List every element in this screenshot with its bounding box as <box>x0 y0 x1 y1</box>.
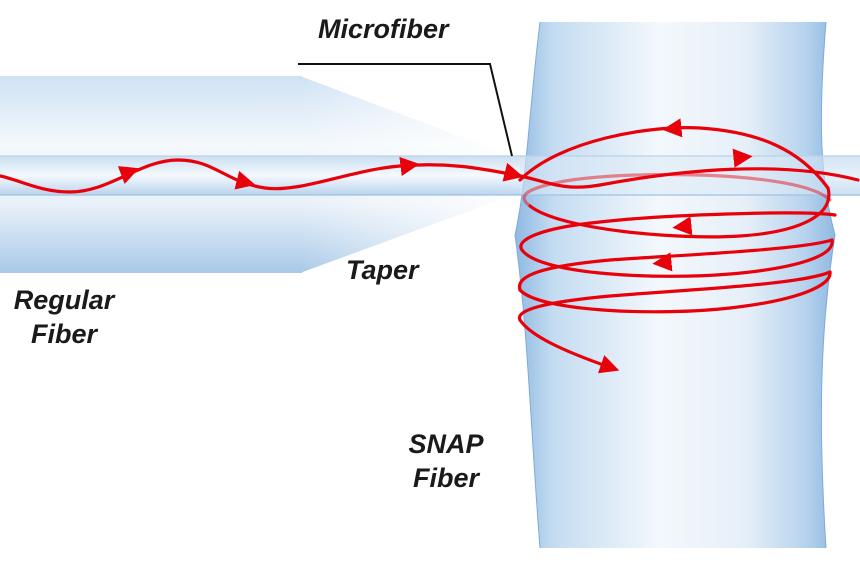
helix-tail <box>518 318 620 374</box>
helix-back-4 <box>517 270 832 322</box>
taper-label: Taper <box>346 255 419 285</box>
microfiber-leader-line <box>298 63 513 157</box>
helix-back-2 <box>519 211 837 252</box>
regular-fiber-label-line2: Fiber <box>30 318 97 349</box>
ray-arrow-2 <box>234 170 256 190</box>
ray-arrow-3 <box>399 156 420 176</box>
helix-arrow-c <box>672 216 693 236</box>
ray-arrow-4 <box>502 162 524 182</box>
helix-back-upper <box>518 126 830 190</box>
snap-fiber <box>514 21 860 549</box>
helix-back-3 <box>517 238 834 292</box>
snap-fiber-label-line2: Fiber <box>412 462 479 493</box>
regular-fiber-label-line1: Regular <box>13 285 115 315</box>
helix-back-1 <box>522 172 832 208</box>
helix-arrow-d <box>652 252 673 272</box>
snap-fiber-label-line1: SNAP <box>408 429 484 459</box>
helix-arrow-b <box>662 118 683 138</box>
snap-fiber-label: SNAP Fiber <box>398 428 494 496</box>
helix-front-1 <box>598 167 860 187</box>
regular-fiber-label: Regular Fiber <box>6 284 122 352</box>
microfiber-label: Microfiber <box>318 14 449 44</box>
helix-arrow-a <box>732 148 753 168</box>
ray-arrow-1 <box>117 166 140 185</box>
light-ray <box>0 118 860 374</box>
